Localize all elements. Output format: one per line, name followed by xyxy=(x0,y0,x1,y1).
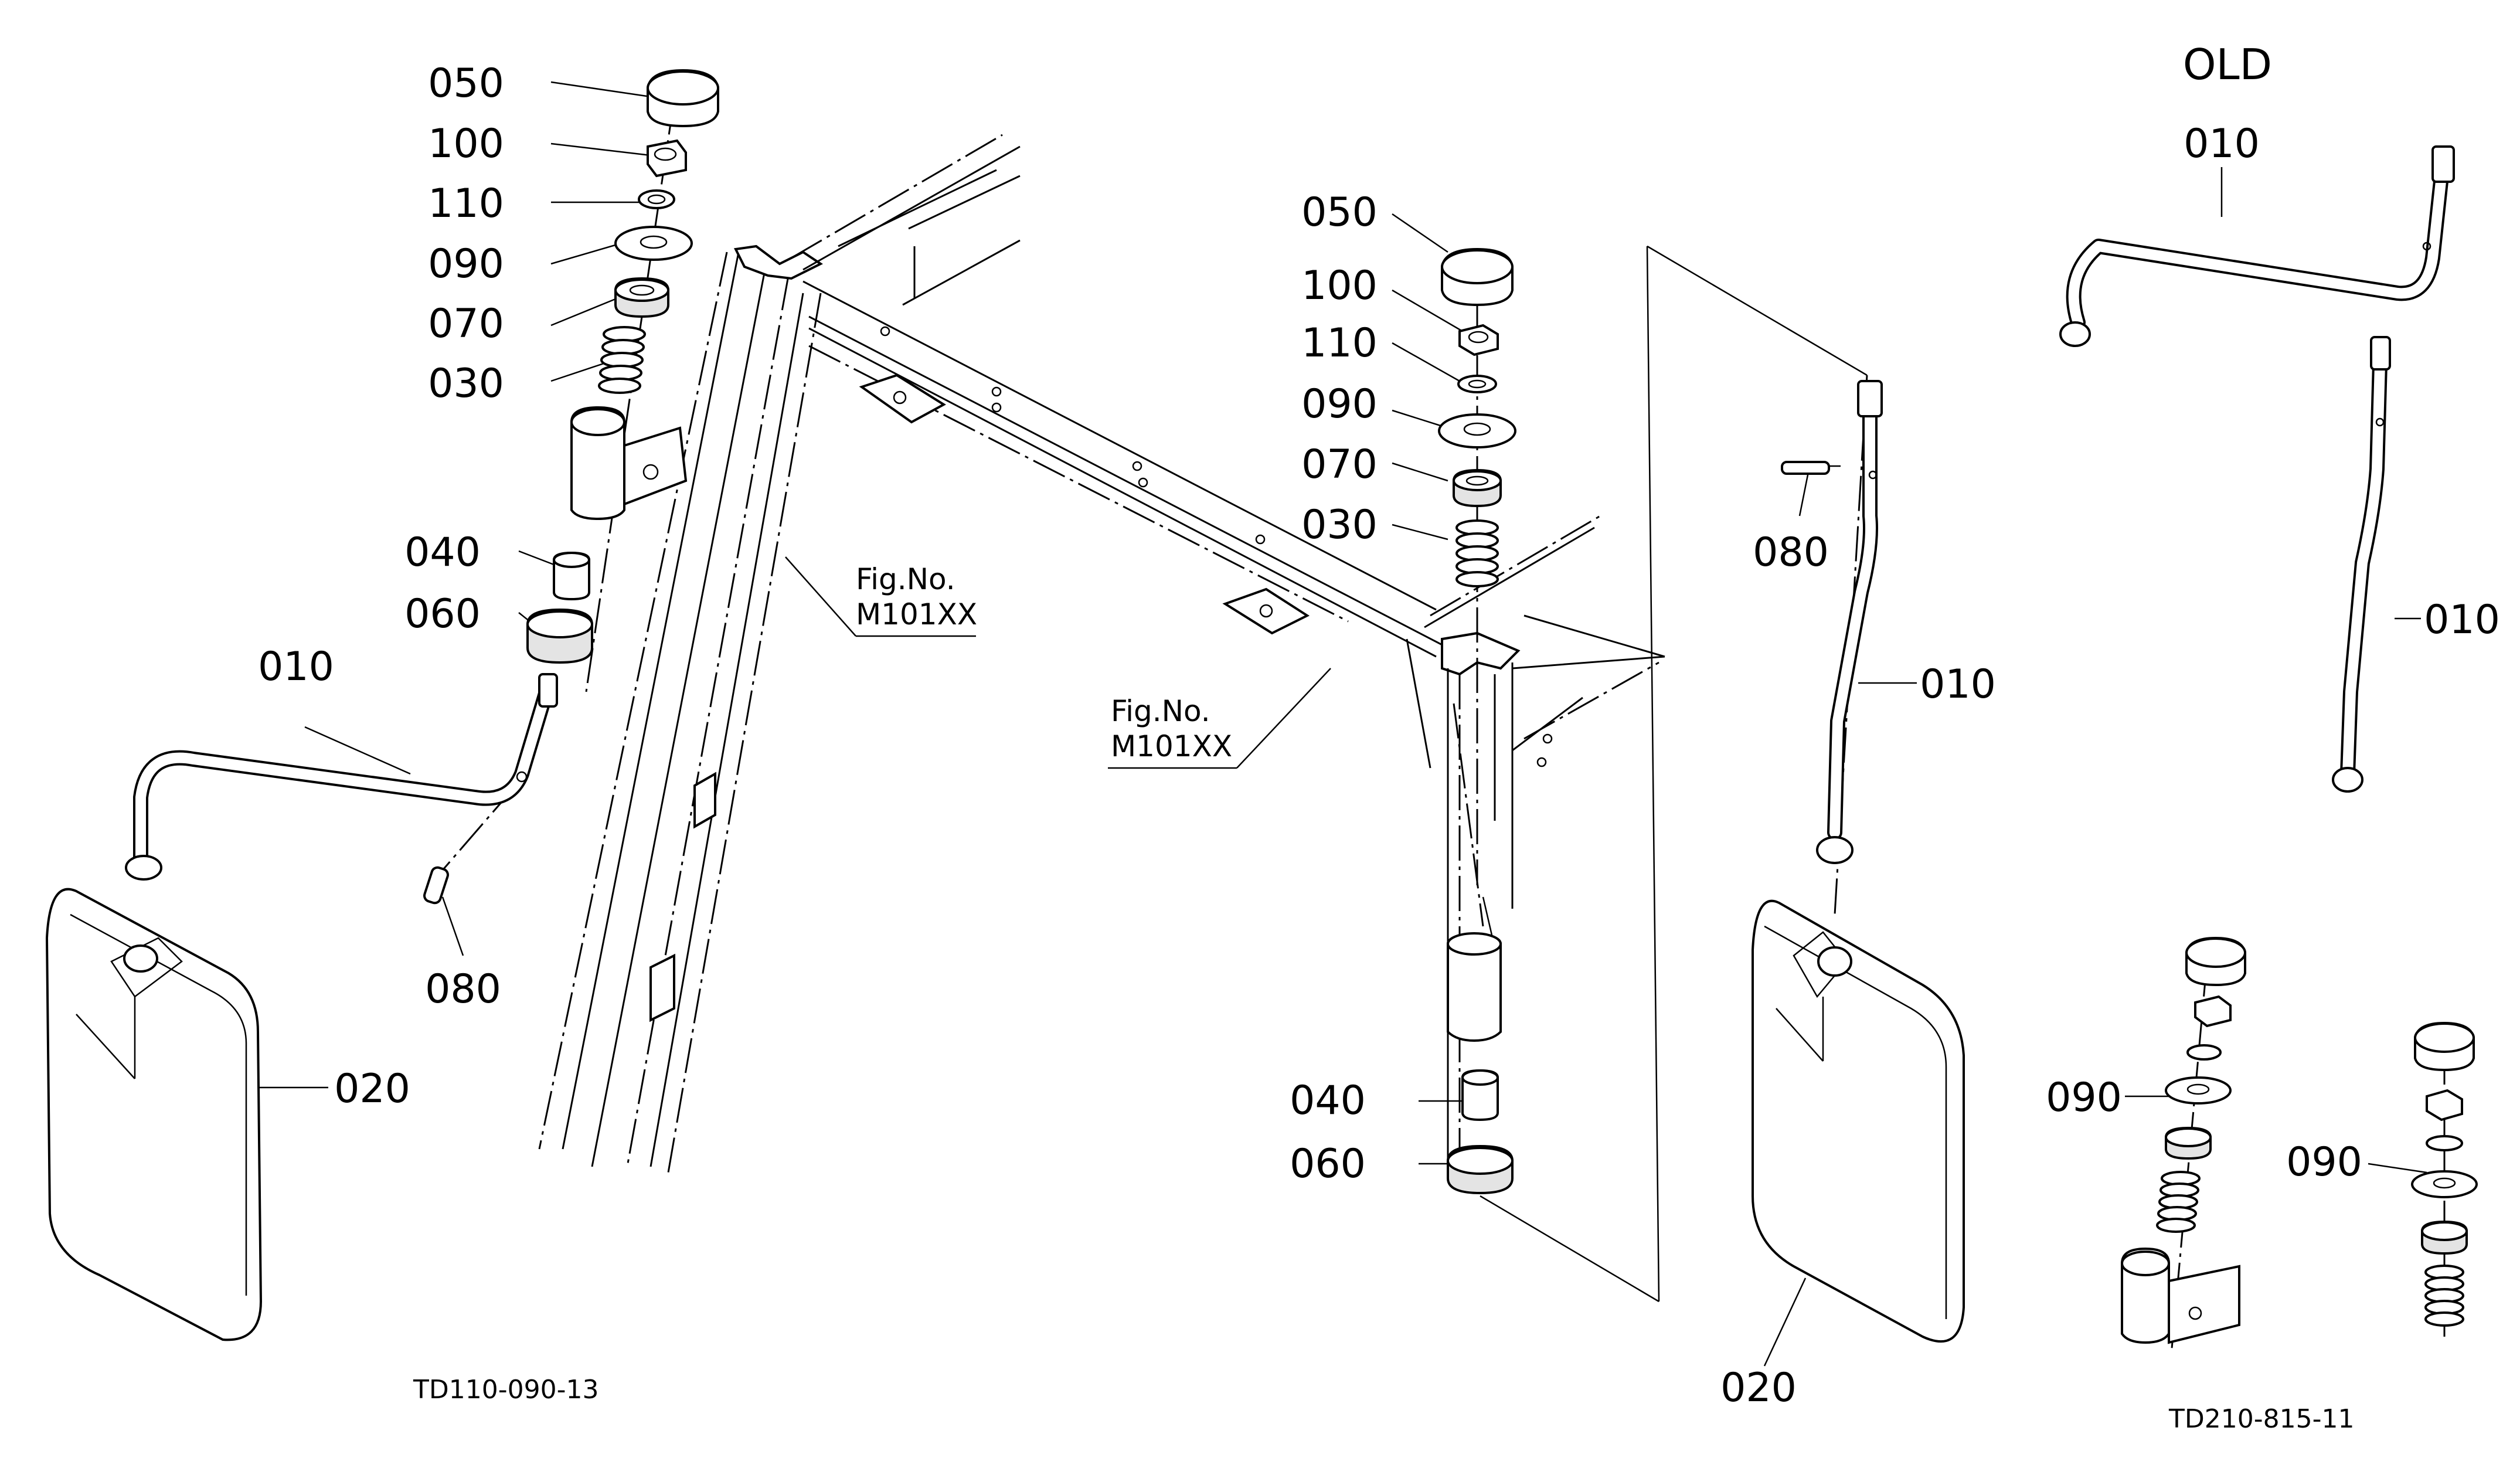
right-assembly xyxy=(1647,245,1965,1367)
label-old-090-a: 090 xyxy=(2046,1075,2122,1121)
label-center-040: 040 xyxy=(1290,1078,1366,1124)
label-center-110: 110 xyxy=(1301,320,1378,366)
label-right-020: 020 xyxy=(1720,1365,1797,1411)
label-left-050: 050 xyxy=(428,60,504,107)
old-header: OLD xyxy=(2183,40,2272,89)
label-left-020: 020 xyxy=(334,1066,410,1112)
label-center-050: 050 xyxy=(1301,189,1378,236)
label-old-010-upper: 010 xyxy=(2184,121,2260,167)
label-left-060: 060 xyxy=(404,591,481,637)
label-left-080: 080 xyxy=(425,966,501,1012)
fig-ref-left-line1: Fig.No. xyxy=(856,562,955,596)
label-old-090-b: 090 xyxy=(2286,1139,2362,1185)
label-left-040: 040 xyxy=(404,529,481,576)
spring-030-left xyxy=(598,326,646,394)
label-center-030: 030 xyxy=(1301,502,1378,548)
center-assembly xyxy=(1392,213,1660,1303)
fig-ref-center-line1: Fig.No. xyxy=(1111,694,1210,728)
cab-frame xyxy=(538,134,1665,1173)
label-left-030: 030 xyxy=(428,361,504,407)
drawing-code-left: TD110-090-13 xyxy=(413,1375,598,1405)
label-old-010-lower: 010 xyxy=(2424,597,2500,643)
label-center-060: 060 xyxy=(1290,1141,1366,1187)
fig-ref-center-line2: M101XX xyxy=(1111,729,1232,763)
left-assembly xyxy=(45,69,719,1341)
old-parts xyxy=(2059,145,2478,1349)
fig-ref-left-line2: M101XX xyxy=(856,597,977,631)
label-left-070: 070 xyxy=(428,301,504,347)
label-left-010: 010 xyxy=(258,644,334,690)
label-right-080: 080 xyxy=(1753,529,1829,576)
label-center-090: 090 xyxy=(1301,381,1378,427)
spring-030-center xyxy=(1455,519,1499,587)
label-center-070: 070 xyxy=(1301,441,1378,488)
label-left-090: 090 xyxy=(428,241,504,287)
drawing-code-right: TD210-815-11 xyxy=(2168,1404,2354,1434)
label-left-100: 100 xyxy=(428,121,504,167)
label-left-110: 110 xyxy=(428,181,504,227)
label-right-010: 010 xyxy=(1920,661,1996,708)
label-center-100: 100 xyxy=(1301,263,1378,309)
